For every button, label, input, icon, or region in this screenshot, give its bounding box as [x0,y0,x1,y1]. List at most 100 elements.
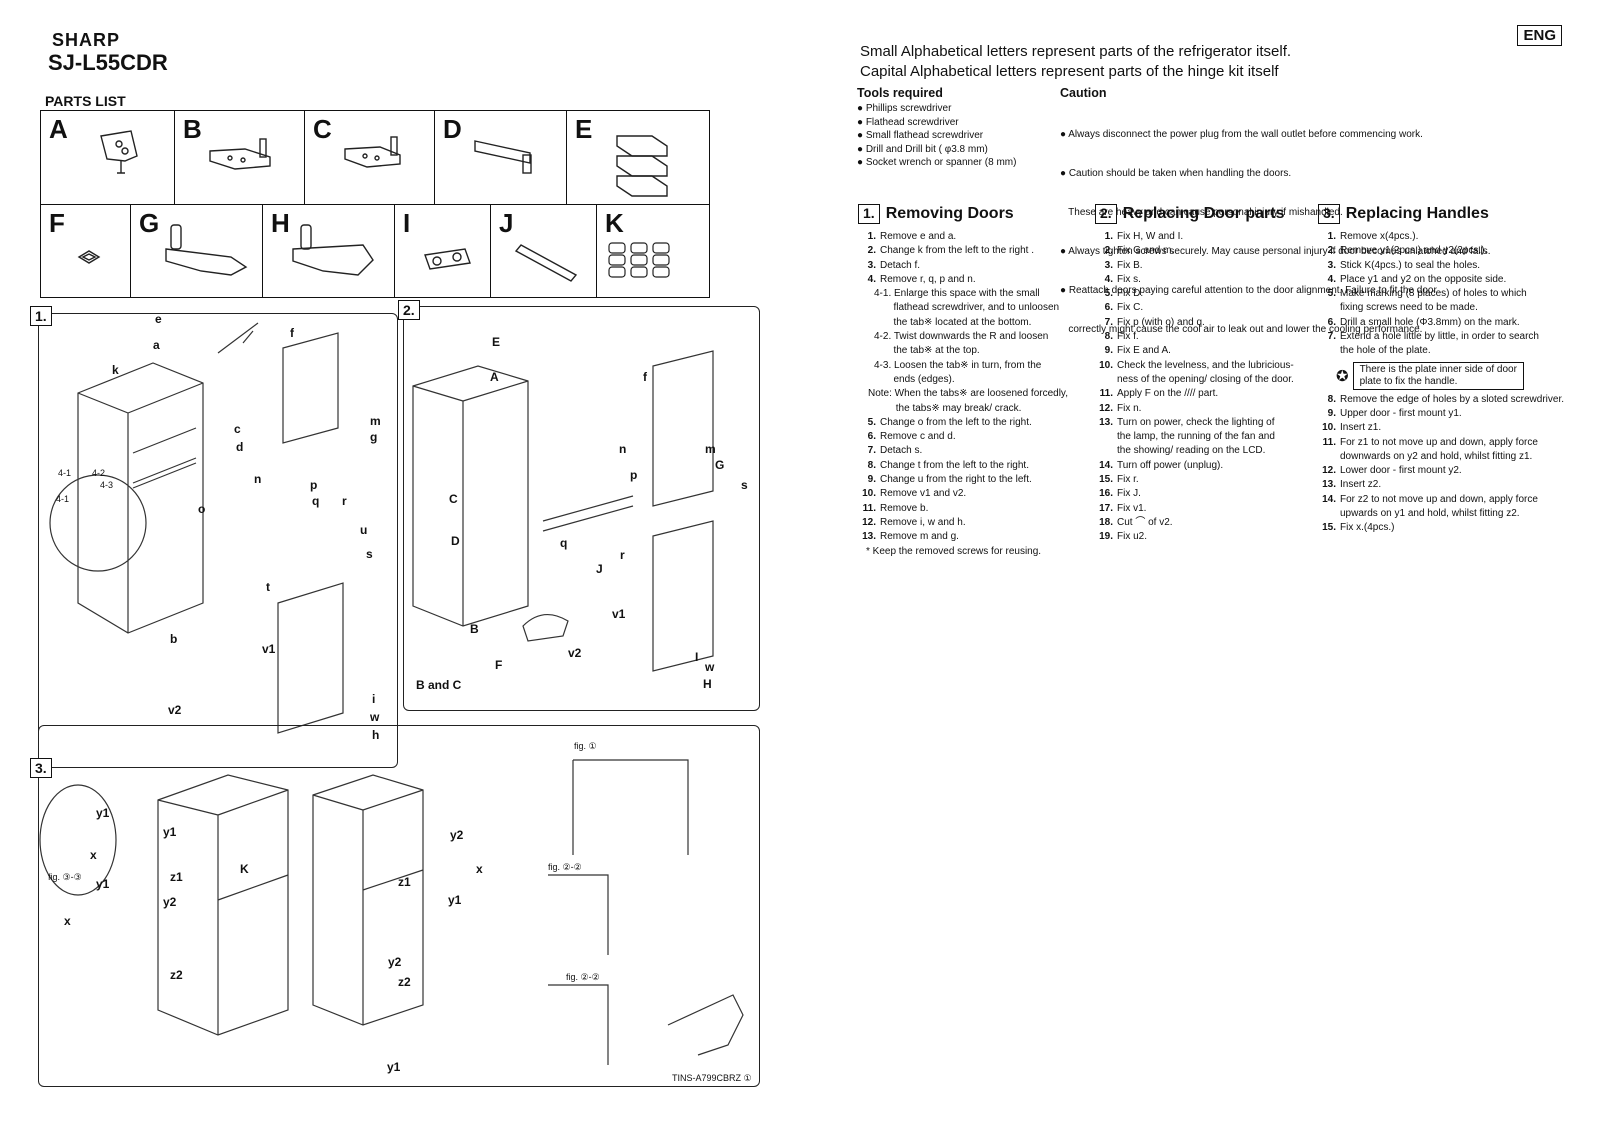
callout-k: k [112,363,119,377]
plate-note: ✪ There is the plate inner side of door … [1336,361,1588,390]
note-line: There is the plate inner side of door [1359,363,1517,375]
step-text: Fix G and m. [1117,245,1175,257]
step-text: Remove r, q, p and n. [880,273,976,285]
part-cell-c: C [305,111,435,204]
steps-list: 1.Remove e and a. 2.Change k from the le… [858,230,1073,559]
part-label: I [403,208,411,238]
callout-4-2: 4-2 [92,468,106,478]
callout-y1b: y1 [96,877,110,891]
callout-z1b: z1 [398,875,411,889]
fig-3-3-label: fig. ③-③ [48,872,82,882]
part-label: K [605,208,624,238]
callout-n: n [254,472,262,486]
replacing-handles-diagram [39,759,744,1065]
language-badge: ENG [1517,25,1562,46]
callout-H: H [703,677,712,691]
callout-B: B [470,622,479,636]
step-text: Lower door - first mount y2. [1340,465,1462,477]
callout-n2: n [619,442,627,456]
callout-y1d: y1 [448,893,462,907]
callout-v1b: v1 [612,607,626,621]
parts-row-2: F G H I J K [41,205,709,297]
callout-w: w [370,710,380,724]
caps-icon [608,242,670,278]
step-text: Remove v1 and v2. [880,488,967,500]
section-replacing-door-parts: 2. Replacing Door parts 1.Fix H, W and I… [1095,204,1320,545]
step-text: Remove e and a. [880,231,957,242]
callout-y1e: y1 [387,1060,401,1074]
step-text: Fix C. [1117,302,1144,314]
steps-list-2: 8.Remove the edge of holes by a sloted s… [1318,393,1588,536]
note-line: plate to fix the handle. [1359,375,1458,387]
callout-y2b: y2 [450,828,464,842]
callout-u: u [360,523,368,537]
step-text: For z2 to not move up and down, apply fo… [1340,493,1538,505]
step-text: ness of the opening/ closing of the door… [1117,373,1294,385]
steps-list: 1.Remove x(4pcs.). 2.Remove y1(2pcs.) an… [1318,230,1588,359]
step-text: Check the levelness, and the lubricious- [1117,359,1294,371]
section-number: 1. [858,204,880,224]
callout-4-1b: 4-1 [56,494,70,504]
step-text: Upper door - first mount y1. [1340,407,1462,419]
callout-J: J [596,562,603,576]
callout-xc: x [476,862,483,876]
step-text: For z1 to not move up and down, apply fo… [1340,436,1538,448]
part-cell-g: G [131,205,263,297]
callout-w2: w [705,660,715,674]
step-text: the tab※ at the top. [874,345,980,357]
tool-item: ● Flathead screwdriver [857,116,959,128]
callout-s: s [366,547,373,561]
callout-B-and-C: B and C [416,678,462,692]
part-label: B [183,114,202,144]
intro-line-1: Small Alphabetical letters represent par… [860,43,1292,60]
step-text: the tabs※ may break/ crack. [868,402,1022,414]
part-cell-d: D [435,111,567,204]
fig-2-2b-label: fig. ②-② [566,972,600,982]
step-text: Fix s. [1117,273,1141,285]
removing-doors-diagram [49,322,344,734]
callout-q2: q [560,536,568,550]
callout-F: F [495,658,503,672]
caution-line: ● Always disconnect the power plug from … [1060,129,1423,140]
step-text: ends (edges). [874,373,955,385]
step-text: Fix v1. [1117,502,1147,514]
callout-v2b: v2 [568,646,582,660]
tools-title: Tools required [857,86,943,100]
part-label: J [499,208,514,238]
callout-v1: v1 [262,642,276,656]
callout-s2: s [741,478,748,492]
part-label: E [575,114,593,144]
step-text: the lamp, the running of the fan and [1117,431,1275,443]
step-text: Fix B. [1117,259,1143,271]
step-text: Fix D. [1117,288,1144,300]
section-replacing-handles: 3. Replacing Handles 1.Remove x(4pcs.). … [1318,204,1588,536]
step-text: the tab※ located at the bottom. [874,316,1032,328]
step-text: Fix r. [1117,474,1139,486]
callout-d: d [236,440,244,454]
callout-y1a: y1 [96,806,110,820]
step-text: Change o from the left to the right. [880,416,1032,428]
hinge-icon [165,224,248,276]
hinge-icon [292,224,374,276]
step-text: Turn off power (unplug). [1117,459,1224,471]
callout-z2b: z2 [398,975,411,989]
step-text: Remove i, w and h. [880,516,966,528]
parts-row-1: A B C D E [41,111,709,205]
step-text: Apply F on the //// part. [1117,388,1219,400]
section-title: Replacing Door parts [1122,205,1285,222]
callout-f2: f [643,370,647,384]
part-label: H [271,208,290,238]
part-cell-f: F [41,205,131,297]
step-text: Turn on power, check the lighting of [1117,416,1275,428]
step-text: Fix J. [1117,488,1141,500]
tool-item: ● Phillips screwdriver [857,103,952,114]
step-text: 4-3. Loosen the tab※ in turn, from the [874,359,1042,371]
callout-z1: z1 [170,870,183,884]
callout-i: i [372,692,376,706]
section-title: Replacing Handles [1345,205,1489,222]
hinge-bar-icon [474,140,532,174]
callout-p: p [310,478,318,492]
step-text: Fix H, W and I. [1117,231,1184,242]
caution-line: ● Always tighten screws securely. May ca… [1060,246,1491,257]
hinge-plate-icon [100,130,138,174]
